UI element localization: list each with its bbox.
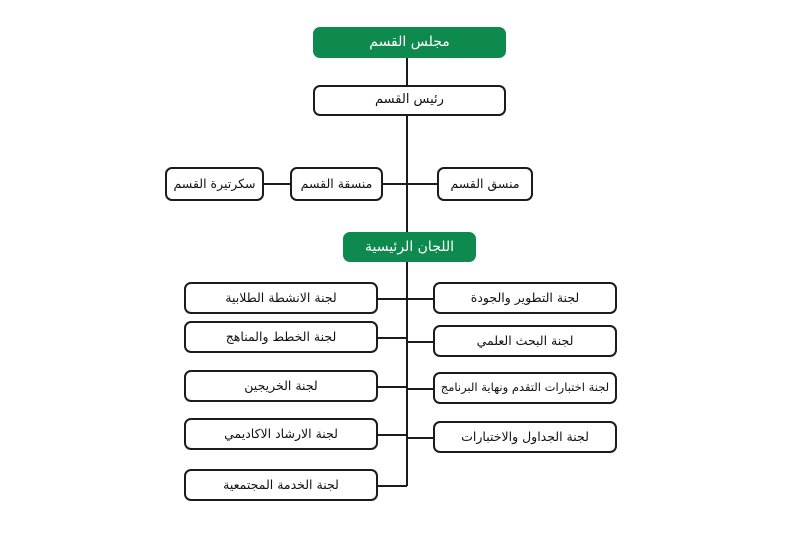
connector-left-4: [377, 434, 407, 436]
node-coordinator-female[interactable]: منسقة القسم: [290, 167, 383, 201]
node-department-head-label: رئيس القسم: [375, 92, 444, 108]
node-department-council-label: مجلس القسم: [369, 34, 450, 51]
committee-right-progress-exit-exams[interactable]: لجنة اختبارات التقدم ونهاية البرنامج: [433, 372, 617, 404]
connector-right-2: [406, 341, 434, 343]
node-department-secretary[interactable]: سكرتيرة القسم: [165, 167, 264, 201]
connector-right-3: [406, 388, 434, 390]
node-coordinator-male[interactable]: منسق القسم: [437, 167, 533, 201]
committee-left-academic-advising[interactable]: لجنة الارشاد الاكاديمي: [184, 418, 378, 450]
committee-right-development-quality[interactable]: لجنة التطوير والجودة: [433, 282, 617, 314]
node-department-council[interactable]: مجلس القسم: [313, 27, 506, 58]
committee-left-community-service-label: لجنة الخدمة المجتمعية: [223, 476, 339, 492]
committee-right-scientific-research-label: لجنة البحث العلمي: [476, 332, 574, 348]
committee-right-progress-exit-exams-label: لجنة اختبارات التقدم ونهاية البرنامج: [440, 380, 610, 395]
node-coordinator-female-label: منسقة القسم: [300, 175, 373, 191]
connector-left-3: [377, 386, 407, 388]
committee-right-schedules-exams-label: لجنة الجداول والاختبارات: [461, 428, 589, 444]
connector-left-2: [377, 337, 407, 339]
connector-committees-spine: [406, 261, 408, 486]
connector-spine-to-coordinator-male: [406, 183, 438, 185]
node-main-committees-label: اللجان الرئيسية: [364, 238, 455, 255]
node-coordinator-male-label: منسق القسم: [450, 175, 520, 191]
committee-right-schedules-exams[interactable]: لجنة الجداول والاختبارات: [433, 421, 617, 453]
connector-right-1: [406, 298, 434, 300]
connector-left-1: [377, 298, 407, 300]
committee-left-academic-advising-label: لجنة الارشاد الاكاديمي: [224, 425, 338, 441]
committee-left-plans-curricula-label: لجنة الخطط والمناهج: [225, 328, 337, 344]
connector-council-to-head: [406, 57, 408, 86]
committee-right-scientific-research[interactable]: لجنة البحث العلمي: [433, 325, 617, 357]
node-department-head[interactable]: رئيس القسم: [313, 85, 506, 116]
committee-left-community-service[interactable]: لجنة الخدمة المجتمعية: [184, 469, 378, 501]
connector-right-4: [406, 437, 434, 439]
committee-right-development-quality-label: لجنة التطوير والجودة: [470, 289, 580, 305]
connector-head-to-committees: [406, 114, 408, 233]
committee-left-graduates[interactable]: لجنة الخريجين: [184, 370, 378, 402]
committee-left-graduates-label: لجنة الخريجين: [244, 377, 318, 393]
node-main-committees[interactable]: اللجان الرئيسية: [343, 232, 476, 262]
connector-left-5: [377, 485, 407, 487]
committee-left-student-activities[interactable]: لجنة الانشطة الطلابية: [184, 282, 378, 314]
committee-left-student-activities-label: لجنة الانشطة الطلابية: [225, 289, 337, 305]
node-department-secretary-label: سكرتيرة القسم: [173, 175, 256, 191]
committee-left-plans-curricula[interactable]: لجنة الخطط والمناهج: [184, 321, 378, 353]
connector-coordinator-to-secretary: [262, 183, 291, 185]
connector-spine-to-coordinator-female: [382, 183, 407, 185]
